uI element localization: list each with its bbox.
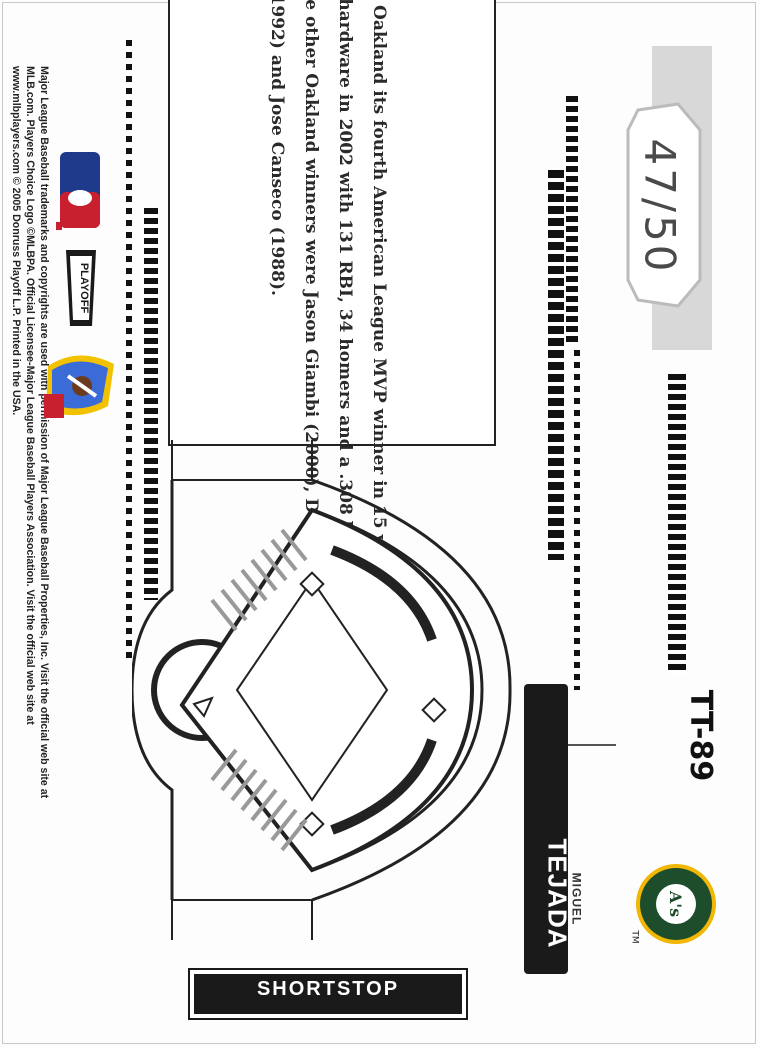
mlb-logo-icon (56, 152, 100, 230)
player-first-name: MIGUEL (569, 872, 584, 926)
athletics-logo-icon: A's (636, 864, 716, 944)
card-number: TT-89 (683, 689, 719, 782)
svg-text:PLAYOFF: PLAYOFF (78, 263, 90, 314)
dash-rail-left-2 (144, 208, 158, 600)
dash-rail-mid (566, 96, 578, 346)
dash-rail-mid-2 (548, 170, 564, 560)
svg-text:A's: A's (666, 890, 685, 917)
player-position: SHORTSTOP (256, 978, 400, 1000)
bio-box: Tejada gave Oakland its fourth American … (168, 0, 496, 641)
player-last-name: TEJADA (542, 838, 573, 949)
dash-rail-right (668, 374, 686, 674)
position-bar (188, 968, 468, 1020)
players-choice-logo-icon (44, 355, 114, 418)
dash-rail-right-2 (574, 350, 580, 690)
dash-rail-left (126, 40, 132, 660)
name-bar (524, 684, 568, 974)
serial-plate-frame (626, 102, 702, 308)
trademark-mark: TM (629, 930, 640, 944)
serial-number: 47/50 (635, 138, 685, 275)
legal-text: Major League Baseball trademarks and cop… (10, 66, 50, 799)
name-bar-connector (568, 744, 616, 746)
ballpark-diagram (132, 440, 512, 940)
playoff-logo-icon: PLAYOFF (66, 250, 96, 326)
